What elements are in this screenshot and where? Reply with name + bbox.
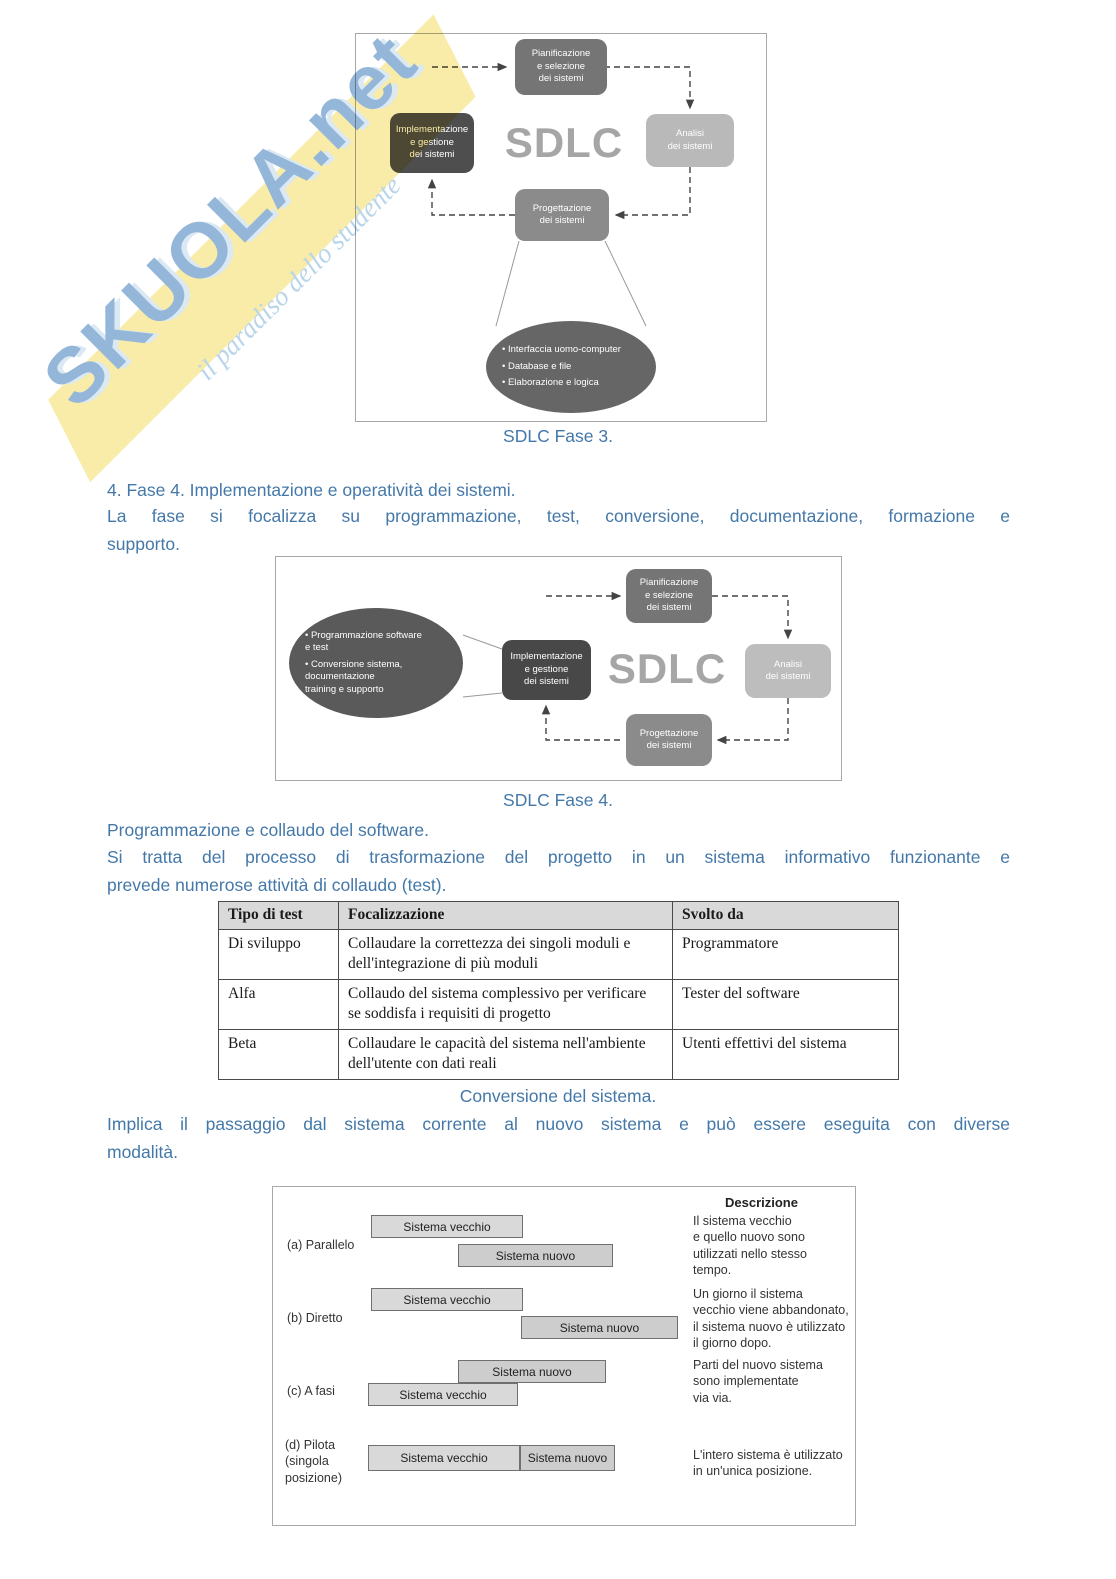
conversion-diagram: Descrizione (a) Parallelo Sistema vecchi…	[272, 1186, 856, 1526]
node-progettazione: Progettazione dei sistemi	[626, 714, 712, 766]
cell-tipo: Alfa	[218, 978, 339, 1030]
cell-focalizzazione: Collaudo del sistema complessivo per ver…	[338, 978, 673, 1030]
paragraph-conversione-body: Implica il passaggio dal sistema corrent…	[107, 1111, 1010, 1166]
sdlc-label: SDLC	[607, 645, 727, 692]
conversione-body-line2: modalità.	[107, 1141, 179, 1162]
conversion-desc-a-fasi: Parti del nuovo sistema sono implementat…	[693, 1358, 823, 1405]
fase3-bullet-database: Database e file	[502, 361, 571, 373]
bar-sistema-vecchio-diretto: Sistema vecchio	[371, 1288, 523, 1311]
programmazione-body-line1: Si tratta del processo di trasformazione…	[107, 847, 1010, 867]
conversion-label-parallelo: (a) Parallelo	[287, 1238, 355, 1252]
cell-svolto-da: Utenti effettivi del sistema	[672, 1028, 899, 1080]
table-row: Alfa Collaudo del sistema complessivo pe…	[218, 978, 899, 1030]
cell-tipo: Beta	[218, 1028, 339, 1080]
fase3-bullet-interfaccia: Interfaccia uomo-computer	[502, 344, 621, 356]
fase4-heading-text: 4. Fase 4. Implementazione e operatività…	[107, 480, 516, 500]
bar-sistema-vecchio-pilota: Sistema vecchio	[368, 1445, 520, 1471]
conversione-body-line1: Implica il passaggio dal sistema corrent…	[107, 1114, 1010, 1134]
node-analisi: Analisi dei sistemi	[745, 644, 831, 698]
bar-sistema-nuovo-a-fasi: Sistema nuovo	[458, 1360, 606, 1383]
caption-sdlc-fase4: SDLC Fase 4.	[503, 790, 613, 810]
table-row: Di sviluppo Collaudare la correttezza de…	[218, 929, 899, 980]
table-header-tipo-di-test: Tipo di test	[218, 901, 339, 930]
sdlc-fase4-flow-arrows	[462, 591, 793, 745]
node-implementazione: Implementazione e gestione dei sistemi	[390, 113, 474, 173]
caption-sdlc-fase3: SDLC Fase 3.	[503, 426, 613, 446]
conversion-desc-parallelo: Il sistema vecchio e quello nuovo sono u…	[693, 1214, 807, 1277]
sdlc-label: SDLC	[504, 119, 624, 166]
node-analisi: Analisi dei sistemi	[646, 114, 734, 167]
paragraph-fase4-body: La fase si focalizza su programmazione, …	[107, 503, 1010, 558]
table-header-row: Tipo di test Focalizzazione Svolto da	[218, 901, 899, 930]
node-progettazione: Progettazione dei sistemi	[515, 189, 609, 241]
cell-tipo: Di sviluppo	[218, 929, 339, 980]
table-row: Beta Collaudare le capacità del sistema …	[218, 1028, 899, 1080]
fase4-detail-ellipse: Programmazione software e test Conversio…	[289, 608, 463, 718]
bar-sistema-nuovo-parallelo: Sistema nuovo	[458, 1244, 613, 1267]
conversion-label-a-fasi: (c) A fasi	[287, 1384, 335, 1398]
node-implementazione: Implementazione e gestione dei sistemi	[502, 640, 591, 700]
sdlc-fase4-diagram: Programmazione software e test Conversio…	[275, 556, 842, 781]
bar-sistema-vecchio-a-fasi: Sistema vecchio	[368, 1383, 518, 1406]
cell-focalizzazione: Collaudare le capacità del sistema nell'…	[338, 1028, 673, 1080]
node-pianificazione: Pianificazione e selezione dei sistemi	[626, 569, 712, 623]
conversion-desc-pilota: L'intero sistema è utilizzato in un'unic…	[693, 1448, 843, 1479]
programmazione-heading-text: Programmazione e collaudo del software.	[107, 820, 429, 840]
bar-sistema-nuovo-diretto: Sistema nuovo	[521, 1316, 678, 1339]
fase3-bullet-elaborazione: Elaborazione e logica	[502, 377, 599, 389]
bar-sistema-vecchio-parallelo: Sistema vecchio	[371, 1215, 523, 1238]
programmazione-body-line2: prevede numerose attività di collaudo (t…	[107, 874, 447, 895]
table-header-focalizzazione: Focalizzazione	[338, 901, 673, 930]
fase3-detail-ellipse: Interfaccia uomo-computer Database e fil…	[486, 321, 656, 413]
sdlc-fase3-diagram: Pianificazione e selezione dei sistemi I…	[355, 33, 767, 422]
paragraph-programmazione-body: Si tratta del processo di trasformazione…	[107, 844, 1010, 899]
fase4-bullet-conversione: Conversione sistema, documentazione trai…	[305, 659, 402, 696]
conversion-desc-diretto: Un giorno il sistema vecchio viene abban…	[693, 1287, 849, 1350]
cell-svolto-da: Tester del software	[672, 978, 899, 1030]
table-header-svolto-da: Svolto da	[672, 901, 899, 930]
fase4-body-line1: La fase si focalizza su programmazione, …	[107, 506, 1010, 526]
conversion-label-pilota: (d) Pilota (singola posizione)	[285, 1438, 342, 1485]
paragraph-fase4-heading: 4. Fase 4. Implementazione e operatività…	[107, 477, 1010, 505]
fase4-body-line2: supporto.	[107, 533, 180, 554]
test-types-table: Tipo di test Focalizzazione Svolto da Di…	[218, 901, 899, 1080]
conversion-description-header: Descrizione	[725, 1195, 798, 1210]
paragraph-programmazione-heading: Programmazione e collaudo del software.	[107, 817, 1010, 845]
caption-conversione: Conversione del sistema.	[459, 1086, 657, 1106]
node-pianificazione: Pianificazione e selezione dei sistemi	[515, 39, 607, 95]
fase4-bullet-programmazione: Programmazione software e test	[305, 630, 422, 655]
cell-svolto-da: Programmatore	[672, 929, 899, 980]
cell-focalizzazione: Collaudare la correttezza dei singoli mo…	[338, 929, 673, 980]
bar-sistema-nuovo-pilota: Sistema nuovo	[520, 1445, 615, 1471]
conversion-label-diretto: (b) Diretto	[287, 1311, 343, 1325]
